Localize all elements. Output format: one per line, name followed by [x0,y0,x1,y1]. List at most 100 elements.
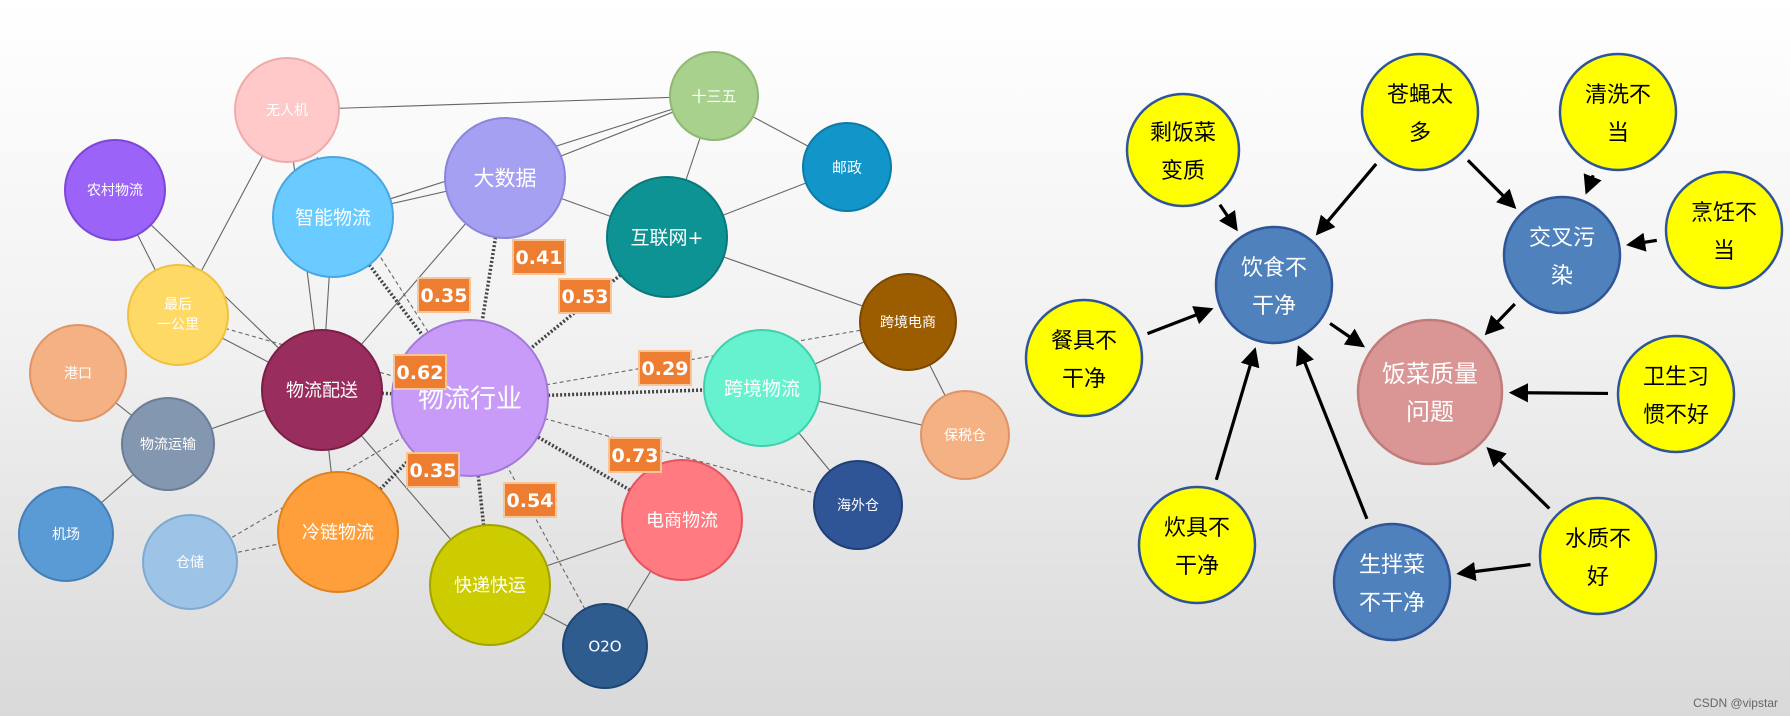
node-label: 电商物流 [646,510,718,531]
node-label: 变质 [1161,159,1205,184]
node-jichang: 机场 [18,486,114,582]
node-circle [127,264,229,366]
node-label: 水质不 [1565,527,1631,552]
arrow-shuizhi-to-shengban [1456,561,1531,582]
arrow-canju-to-yinshi [1146,306,1214,336]
node-gangkou: 港口 [29,324,127,422]
node-circle [562,603,648,689]
node-circle [1360,52,1480,172]
node-circle [29,324,127,422]
node-label: 问题 [1406,398,1454,426]
node-circle [64,139,166,241]
node-dianshang: 电商物流 [621,459,743,581]
node-nongcun: 农村物流 [64,139,166,241]
node-label: 保税仓 [944,428,986,444]
node-circle [1356,318,1504,466]
svg-text:0.62: 0.62 [397,362,444,384]
node-circle [1502,195,1622,315]
node-circle [1024,298,1144,418]
node-kuajingds: 跨境电商 [859,273,957,371]
node-dashuju: 大数据 [444,117,566,239]
node-kuajingwl: 跨境物流 [703,329,821,447]
node-label: 好 [1587,565,1609,590]
node-circle [813,460,903,550]
node-label: 跨境电商 [880,315,936,331]
node-zhineng: 智能物流 [272,156,394,278]
node-circle [802,122,892,212]
node-circle [1125,92,1241,208]
node-wurenji: 无人机 [234,57,340,163]
node-label: 饭菜质量 [1382,360,1478,388]
node-label: 多 [1409,121,1431,146]
node-circle [1332,522,1452,642]
node-circle [621,459,743,581]
node-label: 海外仓 [837,498,879,514]
weight-label: 0.62 [393,354,447,390]
weight-label: 0.41 [512,239,566,275]
node-label: 饮食不 [1241,256,1307,281]
node-label: 机场 [52,527,80,543]
svg-text:0.53: 0.53 [562,286,609,308]
svg-text:0.35: 0.35 [410,460,457,482]
node-baoshui: 保税仓 [920,390,1010,480]
node-label: 烹饪不 [1691,201,1757,226]
node-haiwai: 海外仓 [813,460,903,550]
node-label: 当 [1713,239,1735,264]
node-circle [277,471,399,593]
node-circle [1137,485,1257,605]
node-label: 当 [1607,121,1629,146]
node-circle [606,176,728,298]
edge-o2o-center [469,397,606,647]
arrow-yinshi-to-fancai [1329,322,1366,348]
node-circle [1214,225,1334,345]
svg-text:0.29: 0.29 [642,358,689,380]
node-circle [272,156,394,278]
arrow-qingxi-to-jiaocha [1583,173,1602,195]
node-circle [669,51,759,141]
node-peisong: 物流配送 [261,329,383,451]
weight-label: 0.54 [503,482,557,518]
node-circle [142,514,238,610]
weight-label: 0.35 [417,277,471,313]
node-label: 冷链物流 [302,522,374,543]
node-yunshu: 物流运输 [121,397,215,491]
node-circle [429,524,551,646]
node-hulianwang: 互联网+ [606,176,728,298]
node-cangchu: 仓储 [142,514,238,610]
node-circle [1664,170,1784,290]
node-label: 餐具不 [1051,329,1117,354]
svg-text:0.35: 0.35 [421,285,468,307]
node-label: 干净 [1252,294,1296,319]
node-label: 十三五 [691,87,736,105]
arrow-shengfan-to-yinshi [1218,203,1238,232]
node-label: 仓储 [176,555,204,571]
node-circle [859,273,957,371]
weight-label: 0.73 [608,437,662,473]
node-label: 干净 [1062,367,1106,392]
edge-weight-labels: 0.35 0.41 0.53 0.62 0.29 0.35 0.54 0.73 [393,239,692,518]
node-o2o: O2O [562,603,648,689]
node-label: 农村物流 [87,183,143,199]
arrow-shuizhi-to-fancai [1486,447,1551,510]
node-label: 惯不好 [1643,403,1709,428]
node-label: 互联网+ [631,227,704,249]
svg-text:0.41: 0.41 [516,247,563,269]
weight-label: 0.29 [638,350,692,386]
arrow-chuiju-to-yinshi [1214,347,1260,481]
node-label: 智能物流 [295,207,371,229]
node-label: 大数据 [474,167,537,191]
node-label: 干净 [1175,554,1219,579]
cause-arrows [1146,159,1658,582]
